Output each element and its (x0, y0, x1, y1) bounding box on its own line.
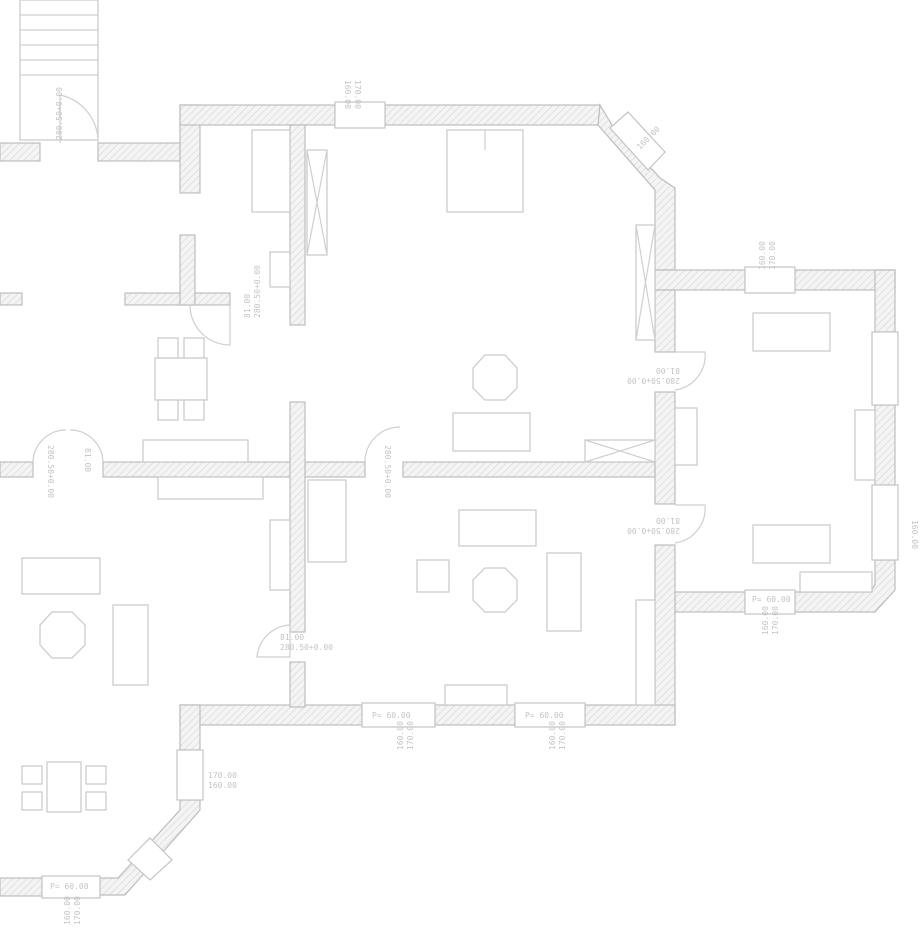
fireplace (444, 684, 508, 706)
window-width-label: 160.00 (548, 721, 557, 750)
sofa (452, 412, 531, 452)
door-height-label: 280.50+0.00 (627, 526, 680, 535)
window-width-label: 160.00 (396, 721, 405, 750)
door-height-label: 280.50+0.00 (627, 376, 680, 385)
dining-table (154, 357, 208, 401)
bed-single (307, 479, 347, 563)
window-sill-label: P= 60.00 (50, 882, 89, 891)
door-width-label: 81.00 (243, 294, 252, 318)
door-width-label: 81.00 (656, 516, 680, 525)
window-width-label: 160.00 (208, 781, 237, 790)
door-height-label: 280.50+0.00 (280, 643, 333, 652)
window-sill-label: P= 60.00 (372, 711, 411, 720)
window-height-label: 170.00 (558, 721, 567, 750)
door-width-label: 81.00 (83, 448, 92, 472)
window-width-label: 160.00 (343, 80, 352, 109)
door-height-label: 280.50+0.00 (46, 445, 55, 498)
window-height-label: 170.00 (353, 80, 362, 109)
window-width-label: 160.00 (761, 606, 770, 635)
dining-table (46, 761, 82, 813)
window-height-label: 170.00 (920, 520, 922, 549)
fireplace (674, 407, 698, 466)
walls (0, 103, 896, 897)
window-height-label: 170.00 (208, 771, 237, 780)
staircase (19, 0, 99, 141)
window-width-label: 160.00 (910, 520, 919, 549)
sofa (752, 524, 831, 564)
sofa (752, 312, 831, 352)
door-height-label: 280.50+0.00 (55, 87, 64, 140)
furniture (21, 129, 876, 813)
sofa (112, 604, 149, 686)
window-width-label: 160.00 (63, 896, 72, 925)
sofa (21, 557, 101, 595)
windows (41, 101, 899, 899)
armchair (416, 559, 450, 593)
window-height-label: 170.00 (768, 241, 777, 270)
octagon-table (39, 611, 86, 659)
door-height-label: 280.50+0.00 (253, 265, 262, 318)
sofa (458, 509, 537, 547)
sofa (546, 552, 582, 632)
window-sill-label: P= 60.00 (752, 595, 791, 604)
window-height-label: 170.00 (406, 721, 415, 750)
window-sill-label: P= 60.00 (525, 711, 564, 720)
octagon-table (472, 567, 518, 613)
window-width-label: 160.00 (758, 241, 767, 270)
door-width-label: 81.00 (656, 366, 680, 375)
bed-single (251, 129, 291, 213)
doors (32, 94, 706, 658)
door-width-label: 81.00 (280, 633, 304, 642)
window-height-label: 170.00 (73, 896, 82, 925)
octagon-table (472, 354, 518, 401)
door-height-label: 280.50+0.00 (383, 445, 392, 498)
window-height-label: 170.00 (771, 606, 780, 635)
